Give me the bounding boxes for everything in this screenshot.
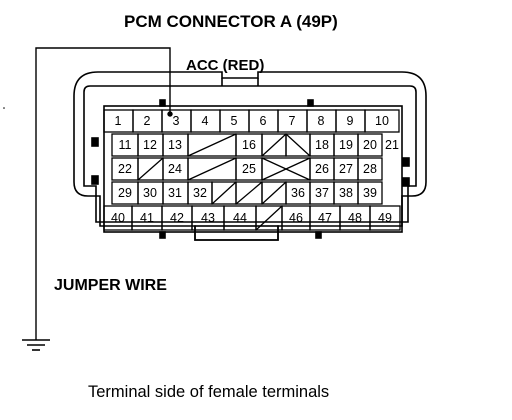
pin-label: 46: [289, 211, 303, 225]
jumper-wire: [35, 47, 173, 340]
pin-label: 31: [168, 186, 182, 200]
pin-label: 9: [347, 114, 354, 128]
pin-label: 12: [143, 138, 157, 152]
pin-label: 43: [201, 211, 215, 225]
pin-label: 44: [233, 211, 247, 225]
pin-label: 22: [118, 162, 132, 176]
pin-label: 11: [119, 138, 132, 152]
pin-label: 41: [140, 211, 154, 225]
pin-label: 20: [363, 138, 377, 152]
pin-label: 42: [170, 211, 184, 225]
pin-label: 49: [378, 211, 392, 225]
pin-label: 10: [375, 114, 389, 128]
pin-label: 39: [363, 186, 377, 200]
connector-housing: [73, 71, 427, 241]
pin-label: 3: [173, 114, 180, 128]
pin-label: 36: [291, 186, 305, 200]
pin-label: 7: [289, 114, 296, 128]
terminal-cells: [103, 109, 401, 231]
pin-label: 47: [318, 211, 332, 225]
pin-label: 1: [115, 114, 122, 128]
connector-label: ACC (RED): [186, 57, 264, 74]
pin-label: 38: [339, 186, 353, 200]
pin-label: 6: [260, 114, 267, 128]
pin-label: 27: [339, 162, 353, 176]
pin-label: 28: [363, 162, 377, 176]
pin-labels: 1 2 3 4 5 6 7 8 9 10 11 12 13 16 18 19 2…: [111, 114, 399, 225]
pin-label: 8: [318, 114, 325, 128]
pin-label: 24: [168, 162, 182, 176]
pin-label: 2: [144, 114, 151, 128]
pin-label: 21: [385, 138, 399, 152]
pin-label: 16: [242, 138, 256, 152]
pin-label: 25: [242, 162, 256, 176]
pin-label: 29: [118, 186, 132, 200]
diagram-caption: Terminal side of female terminals: [88, 383, 329, 401]
pin-label: 30: [143, 186, 157, 200]
pin-label: 26: [315, 162, 329, 176]
diagram-title: PCM CONNECTOR A (49P): [124, 12, 338, 31]
stray-dot: [3, 107, 5, 109]
pin-label: 19: [339, 138, 353, 152]
pin-label: 37: [315, 186, 329, 200]
pin-label: 5: [231, 114, 238, 128]
ground-symbol-icon: [22, 339, 50, 351]
pin-label: 48: [348, 211, 362, 225]
pin-label: 32: [193, 186, 207, 200]
pin-label: 4: [202, 114, 209, 128]
pin-label: 40: [111, 211, 125, 225]
pin-label: 13: [168, 138, 182, 152]
pin-label: 18: [315, 138, 329, 152]
jumper-wire-label: JUMPER WIRE: [54, 277, 167, 294]
